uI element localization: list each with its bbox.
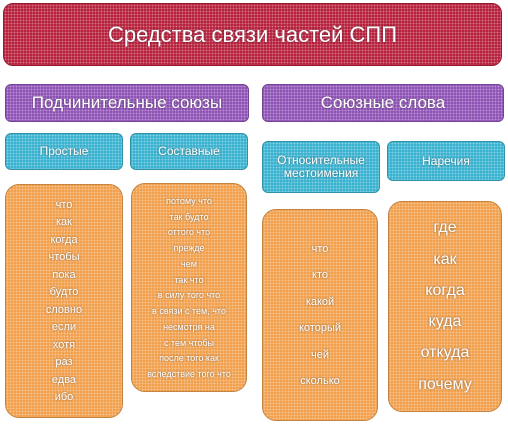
list-item: чей <box>311 348 329 361</box>
list-item: так будто <box>169 211 209 222</box>
list-adverbs: где как когда куда откуда почему <box>388 201 502 412</box>
list-item: ибо <box>54 391 74 404</box>
list-item: когда <box>50 233 78 246</box>
list-item: где <box>433 219 457 237</box>
list-compound-conjunctions: потому что так будто оттого что прежде чем та… <box>131 183 247 392</box>
diagram-title: Средства связи частей СПП <box>3 3 502 66</box>
list-item: чем <box>181 258 197 269</box>
list-simple-conjunctions: что как когда чтобы пока будто словно если хотя р… <box>5 184 123 418</box>
list-item: оттого что <box>167 227 211 238</box>
list-item: с тем чтобы <box>163 337 215 348</box>
group-adverbs: Наречия <box>387 141 505 181</box>
list-item: что <box>55 198 73 211</box>
list-item: откуда <box>420 344 470 362</box>
list-item: который <box>298 322 341 335</box>
list-item: чтобы <box>48 251 80 264</box>
list-item: прежде <box>173 243 205 254</box>
list-item: какой <box>305 295 335 308</box>
list-item: потому что <box>166 195 212 206</box>
list-item: как <box>433 250 457 268</box>
category-subordinating-conjunctions: Подчинительные союзы <box>5 84 249 122</box>
list-item: так что <box>174 274 204 285</box>
list-item: словно <box>45 303 83 316</box>
list-item: когда <box>425 281 465 299</box>
list-item: почему <box>418 375 472 393</box>
list-item: в связи с тем, что <box>152 306 226 317</box>
list-relative-pronouns: что кто какой который чей сколько <box>262 209 378 421</box>
group-relative-pronouns: Относительные местоимения <box>262 141 380 193</box>
category-conjunctive-words: Союзные слова <box>262 84 504 122</box>
group-compound-conjunctions: Составные <box>130 133 248 170</box>
list-item: сколько <box>300 375 340 388</box>
list-item: несмотря на <box>163 321 215 332</box>
list-item: что <box>311 242 329 255</box>
list-item: как <box>56 216 72 229</box>
list-item: вследствие того что <box>147 369 231 380</box>
list-item: пока <box>52 268 76 281</box>
list-item: если <box>51 321 77 334</box>
list-item: в силу того что <box>157 290 221 301</box>
list-item: хотя <box>52 338 76 351</box>
list-item: будто <box>49 286 79 299</box>
list-item: раз <box>55 356 73 369</box>
list-item: после того как <box>159 353 219 364</box>
group-simple-conjunctions: Простые <box>5 133 123 170</box>
list-item: куда <box>428 313 462 331</box>
list-item: кто <box>312 269 328 282</box>
list-item: едва <box>51 373 77 386</box>
